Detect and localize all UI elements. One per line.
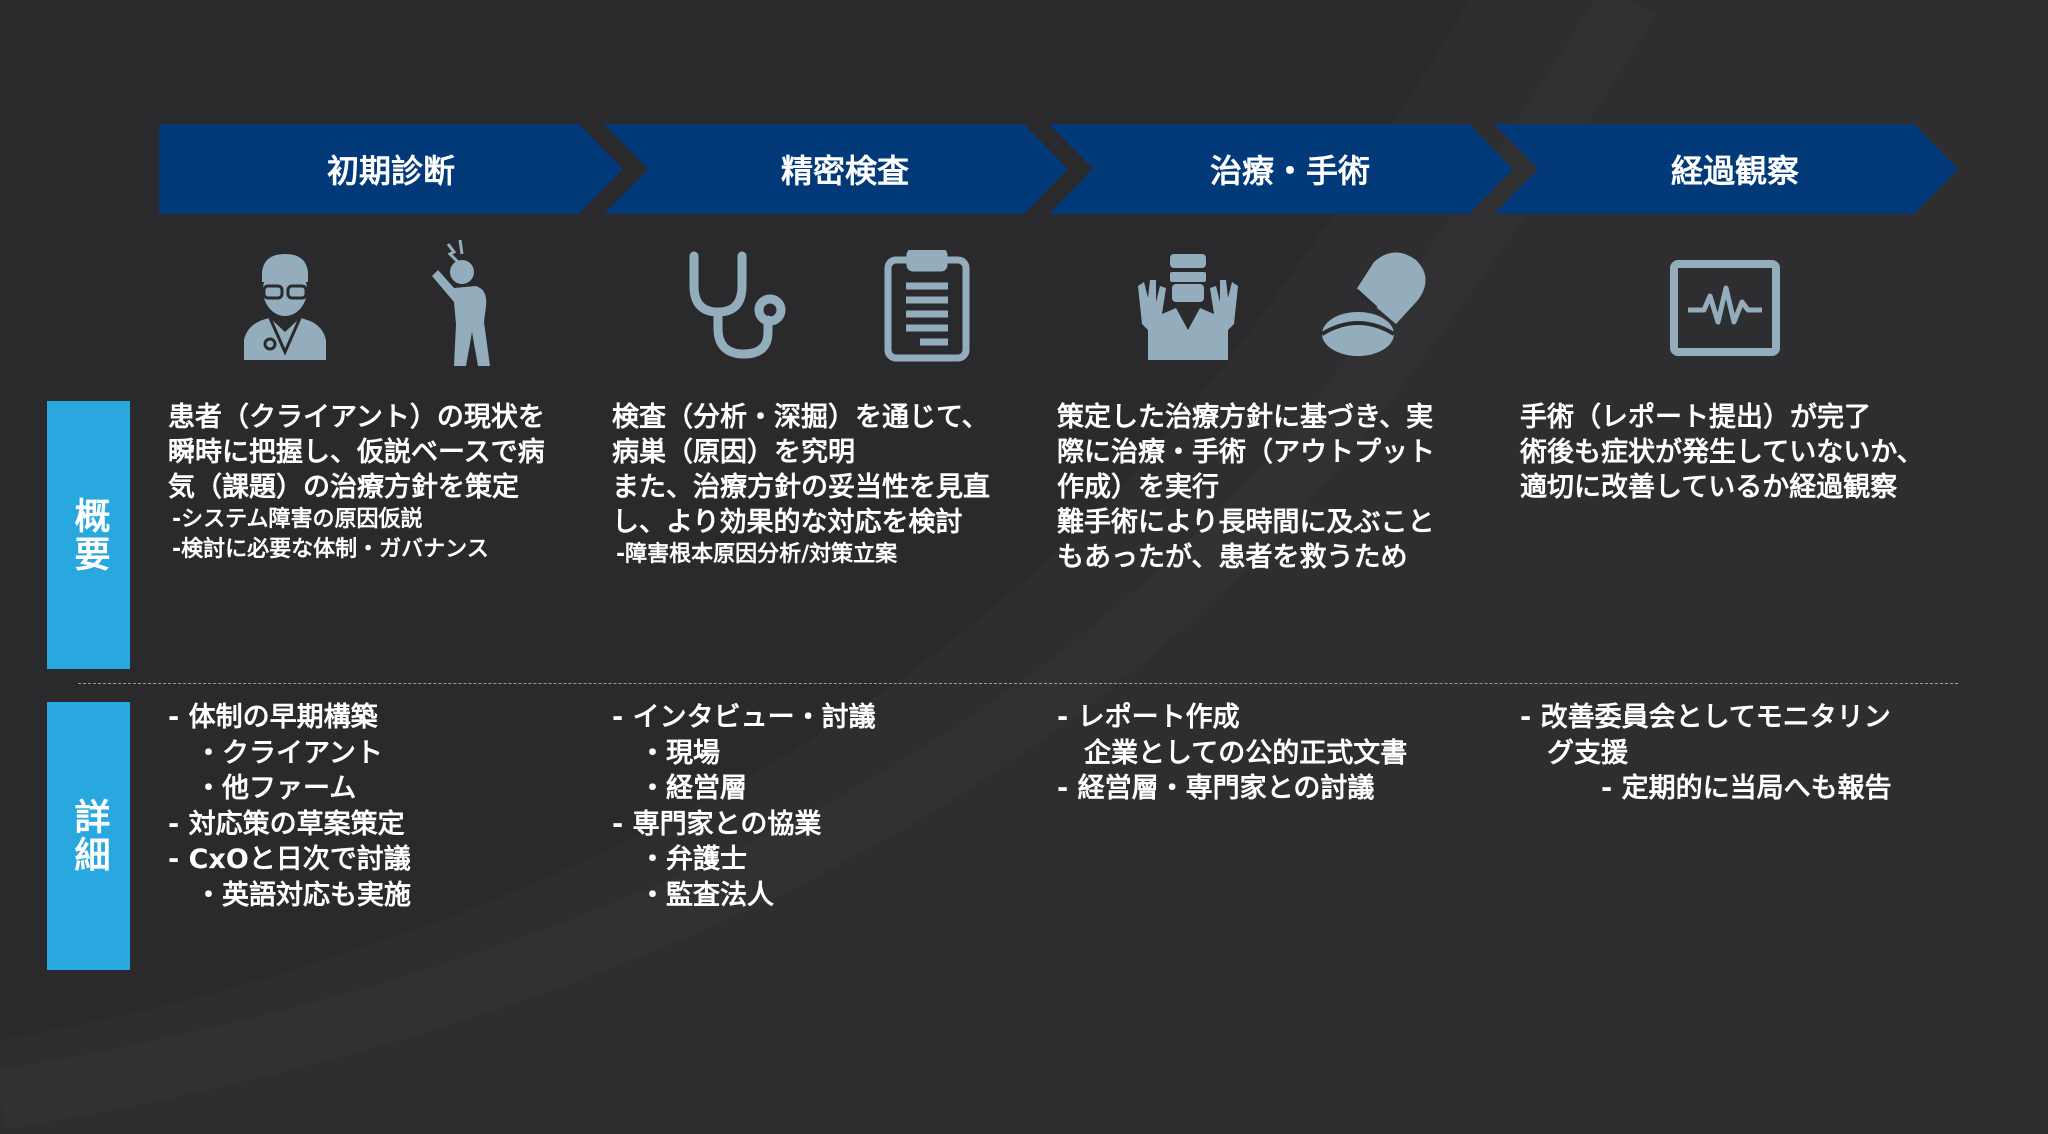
overview-line: また、治療方針の妥当性を見直 [612,472,990,503]
detail-item: ・クライアント [168,737,383,769]
overview-line: 気（課題）の治療方針を策定 [168,472,519,503]
overview-subpoint: -システム障害の原因仮説 [172,507,423,532]
detail-item: - 専門家との協業 [612,808,822,840]
doctor-icon [240,252,330,362]
detail-item: 企業としての公的正式文書 [1057,737,1408,769]
side-label-overview-text: 概要 [68,497,110,573]
patient-headache-icon [420,240,500,370]
detail-item: ・他ファーム [168,773,357,804]
detail-item: - 定期的に当局へも報告 [1520,773,1892,804]
details-treatment-surgery: - レポート作成 企業としての公的正式文書 - 経営層・専門家との討議 [1057,700,1407,807]
side-label-details: 詳細 [47,702,130,970]
detail-item: ・現場 [612,737,720,769]
overview-line: 術後も症状が発生していないか、 [1520,437,1924,468]
phase-chevron-initial-diagnosis: 初期診断 [159,124,623,214]
overview-line: 策定した治療方針に基づき、実 [1057,402,1434,433]
detail-item: - 体制の早期構築 [168,702,378,733]
detail-item: グ支援 [1520,737,1628,769]
detail-item: ・監査法人 [612,879,774,911]
side-label-overview: 概要 [47,401,130,669]
overview-line: 検査（分析・深掘）を通じて、 [612,402,989,433]
overview-treatment-surgery: 策定した治療方針に基づき、実 際に治療・手術（アウトプット 作成）を実行 難手術… [1057,400,1435,575]
details-detailed-examination: - インタビュー・討議 ・現場 ・経営層 - 専門家との協業 ・弁護士 ・監査法… [612,700,876,913]
heart-monitor-icon [1670,260,1780,356]
overview-line: 患者（クライアント）の現状を [168,402,545,433]
overview-line: 作成）を実行 [1057,472,1219,503]
stethoscope-icon [684,250,796,362]
details-initial-diagnosis: - 体制の早期構築 ・クライアント ・他ファーム - 対応策の草案策定 - Cx… [168,700,411,913]
overview-line: 病巣（原因）を究明 [612,437,855,468]
side-label-details-text: 詳細 [68,798,110,874]
detail-item: - 改善委員会としてモニタリン [1520,702,1891,733]
phase-chevron-detailed-examination: 精密検査 [604,124,1068,214]
detail-item: ・経営層 [612,773,747,804]
overview-follow-up: 手術（レポート提出）が完了 術後も症状が発生していないか、 適切に改善しているか… [1520,400,1924,505]
detail-item: - CxOと日次で討議 [168,844,411,875]
overview-line: 瞬時に把握し、仮説ベースで病 [168,437,545,468]
overview-line: 際に治療・手術（アウトプット [1057,437,1435,468]
overview-line: 難手術により長時間に及ぶこと [1057,507,1435,538]
detail-item: - レポート作成 [1057,702,1240,733]
phase-chevron-treatment-surgery: 治療・手術 [1049,124,1513,214]
pills-icon [1318,250,1434,362]
detail-item: ・英語対応も実施 [168,879,411,911]
surgeon-icon [1136,252,1240,362]
section-divider [78,683,1958,684]
overview-line: もあったが、患者を救うため [1057,542,1408,573]
overview-initial-diagnosis: 患者（クライアント）の現状を 瞬時に把握し、仮説ベースで病 気（課題）の治療方針… [168,400,545,565]
detail-item: ・弁護士 [612,844,747,875]
overview-line: し、より効果的な対応を検討 [612,507,963,538]
overview-line: 適切に改善しているか経過観察 [1520,472,1898,503]
phase-chevron-follow-up: 経過観察 [1494,124,1958,214]
overview-line: 手術（レポート提出）が完了 [1520,402,1871,433]
overview-detailed-examination: 検査（分析・深掘）を通じて、 病巣（原因）を究明 また、治療方針の妥当性を見直 … [612,400,990,570]
detail-item: - インタビュー・討議 [612,702,876,733]
clipboard-icon [884,250,970,362]
detail-item: - 経営層・専門家との討議 [1057,773,1375,804]
detail-item: - 対応策の草案策定 [168,808,405,840]
overview-subpoint: -障害根本原因分析/対策立案 [616,542,898,567]
details-follow-up: - 改善委員会としてモニタリン グ支援 - 定期的に当局へも報告 [1520,700,1892,807]
overview-subpoint: -検討に必要な体制・ガバナンス [172,537,489,562]
